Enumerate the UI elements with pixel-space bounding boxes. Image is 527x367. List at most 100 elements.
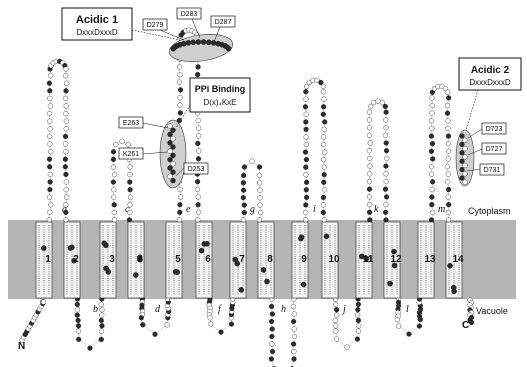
residue: [64, 104, 69, 109]
residue: [460, 150, 465, 155]
residue: [384, 110, 389, 115]
residue: [429, 149, 434, 154]
residue: [429, 218, 434, 223]
helix-number: 12: [390, 254, 402, 265]
residue: [269, 319, 274, 324]
residue: [111, 195, 116, 200]
residue: [321, 195, 326, 200]
residue: [460, 167, 465, 172]
residue: [127, 218, 132, 223]
residue: [171, 128, 176, 133]
residue: [241, 188, 246, 193]
tag-d731: D731: [484, 167, 501, 174]
residue: [356, 318, 361, 323]
residue: [303, 104, 308, 109]
residue: [168, 140, 173, 145]
residue: [356, 329, 361, 334]
acidic2-title: Acidic 2: [471, 65, 510, 76]
residue: [269, 357, 274, 362]
loop-label-b: b: [93, 304, 98, 315]
residue: [178, 88, 183, 93]
loop-label-g: g: [250, 204, 255, 215]
residue: [334, 337, 339, 342]
residue: [64, 149, 69, 154]
residue: [48, 149, 53, 154]
acidic2-pattern: DxxxDxxxD: [469, 78, 511, 87]
residue: [88, 346, 93, 351]
ppi-callout: PPi Binding D(x)₄KxE: [176, 78, 250, 128]
c-terminus-label: C: [462, 320, 469, 331]
residue: [48, 142, 53, 147]
residue: [334, 313, 339, 318]
residue: [446, 172, 451, 177]
residue: [112, 202, 117, 207]
residue: [177, 210, 182, 215]
residue: [446, 195, 451, 200]
residue: [127, 172, 132, 177]
residue: [99, 313, 104, 318]
residue: [383, 104, 388, 109]
residue: [445, 164, 450, 169]
residue: [76, 337, 81, 342]
residue: [196, 65, 201, 70]
residue: [269, 304, 274, 309]
residue: [113, 142, 118, 147]
residue: [463, 138, 468, 143]
residue: [371, 100, 376, 105]
residue: [186, 40, 191, 45]
residue: [304, 127, 309, 132]
ppi-title: PPi Binding: [195, 84, 246, 94]
residue: [206, 40, 211, 45]
residue: [333, 302, 338, 307]
residue: [395, 317, 400, 322]
residue: [322, 187, 327, 192]
residue: [445, 103, 450, 108]
helix-number: 3: [109, 254, 115, 265]
residue: [292, 312, 297, 317]
residue: [367, 171, 372, 176]
acidic1-pattern: DxxxDxxxD: [76, 28, 118, 37]
residue: [195, 187, 200, 192]
residue: [429, 202, 434, 207]
residue: [388, 281, 393, 286]
residue: [178, 202, 183, 207]
residue: [258, 195, 263, 200]
residue: [321, 157, 326, 162]
residue: [367, 125, 372, 130]
residue: [177, 218, 182, 223]
residue: [367, 110, 372, 115]
residue: [241, 173, 246, 178]
residue: [463, 155, 468, 160]
residue: [242, 210, 247, 215]
residue: [463, 163, 468, 168]
residue: [430, 96, 435, 101]
residue: [430, 210, 435, 215]
residue: [47, 119, 52, 124]
residue: [64, 218, 69, 223]
acidic2-callout: Acidic 2 DxxxDxxxD: [459, 58, 521, 130]
residue: [111, 149, 116, 154]
residue: [355, 337, 360, 342]
residue: [384, 202, 389, 207]
residue: [177, 65, 182, 70]
residue: [41, 246, 46, 251]
residue: [270, 334, 275, 339]
residue: [196, 118, 201, 123]
residue: [242, 203, 247, 208]
residue: [270, 342, 275, 347]
residue: [355, 313, 360, 318]
residue: [75, 302, 80, 307]
residue: [111, 180, 116, 185]
residue: [178, 187, 183, 192]
residue: [291, 304, 296, 309]
loop-label-h: h: [281, 304, 286, 315]
residue: [292, 349, 297, 354]
residue: [168, 132, 173, 137]
ppi-pattern: D(x)₄KxE: [203, 98, 236, 107]
residue: [178, 72, 183, 77]
residue: [321, 84, 326, 89]
residue: [241, 180, 246, 185]
residue: [195, 72, 200, 77]
residue: [430, 126, 435, 131]
residue: [446, 210, 451, 215]
